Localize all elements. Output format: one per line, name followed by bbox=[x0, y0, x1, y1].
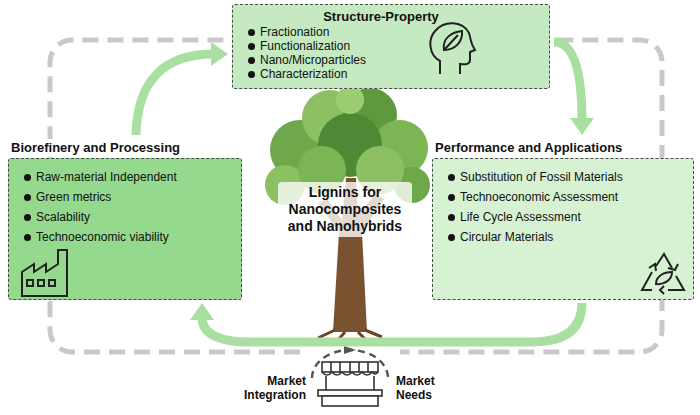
arrow-head bbox=[211, 42, 228, 66]
arrow-head bbox=[570, 118, 594, 135]
bullet-item: Scalability bbox=[22, 207, 242, 227]
bullet-item: Technoeconomic Assessment bbox=[446, 187, 694, 207]
bullet-item: Green metrics bbox=[22, 187, 242, 207]
bullet-text: Fractionation bbox=[260, 25, 329, 39]
bullet-dot bbox=[24, 234, 31, 241]
bullet-text: Technoeconomic Assessment bbox=[460, 190, 618, 204]
bullet-dot bbox=[448, 234, 455, 241]
bullet-dot bbox=[24, 174, 31, 181]
flow-arrow bbox=[190, 303, 582, 342]
center-title: Lignins for Nanocomposites and Nanohybri… bbox=[278, 182, 412, 237]
bullet-item: Circular Materials bbox=[446, 227, 694, 247]
bullet-item: Technoeconomic viability bbox=[22, 227, 242, 247]
arrow-line bbox=[554, 42, 582, 121]
bullet-text: Raw-material Independent bbox=[36, 170, 177, 184]
market-label: Market Needs bbox=[396, 372, 456, 404]
process-box: Performance and ApplicationsSubstitution… bbox=[432, 138, 694, 300]
market-label: Market Integration bbox=[230, 372, 306, 404]
bullet-text: Technoeconomic viability bbox=[36, 230, 169, 244]
box-heading: Structure-Property bbox=[232, 4, 550, 25]
arrow-line bbox=[136, 54, 214, 135]
recycle-icon bbox=[642, 254, 684, 294]
market-stall bbox=[312, 346, 388, 406]
bullet-text: Scalability bbox=[36, 210, 90, 224]
bullet-item: Raw-material Independent bbox=[22, 167, 242, 187]
bullet-dot bbox=[448, 194, 455, 201]
box-heading: Performance and Applications bbox=[432, 139, 625, 157]
bullet-dot bbox=[448, 174, 455, 181]
flow-arrow bbox=[136, 42, 228, 135]
bullet-text: Characterization bbox=[260, 67, 347, 81]
bullet-item: Fractionation bbox=[246, 25, 550, 39]
bullet-item: Nano/Microparticles bbox=[246, 53, 550, 67]
factory-icon bbox=[22, 250, 67, 296]
bullet-dot bbox=[24, 194, 31, 201]
process-box: Biorefinery and ProcessingRaw-material I… bbox=[8, 138, 242, 300]
bullet-dot bbox=[448, 214, 455, 221]
flow-arrow bbox=[554, 42, 594, 135]
head-leaf-icon bbox=[430, 23, 475, 74]
bullet-text: Functionalization bbox=[260, 39, 350, 53]
process-box: Structure-PropertyFractionationFunctiona… bbox=[232, 4, 550, 89]
arrow-head bbox=[190, 303, 214, 320]
bullet-dot bbox=[248, 57, 255, 64]
bullet-text: Circular Materials bbox=[460, 230, 553, 244]
bullet-text: Green metrics bbox=[36, 190, 111, 204]
bullet-dot bbox=[248, 29, 255, 36]
bullet-text: Substitution of Fossil Materials bbox=[460, 170, 623, 184]
arrow-line bbox=[202, 303, 582, 342]
bullet-item: Functionalization bbox=[246, 39, 550, 53]
bullet-text: Life Cycle Assessment bbox=[460, 210, 581, 224]
bullet-dot bbox=[248, 43, 255, 50]
bullet-item: Substitution of Fossil Materials bbox=[446, 167, 694, 187]
bullet-item: Life Cycle Assessment bbox=[446, 207, 694, 227]
box-heading: Biorefinery and Processing bbox=[8, 139, 183, 157]
tree-illustration bbox=[265, 86, 430, 340]
bullet-dot bbox=[24, 214, 31, 221]
bullet-text: Nano/Microparticles bbox=[260, 53, 366, 67]
bullet-item: Characterization bbox=[246, 67, 550, 81]
bullet-dot bbox=[248, 71, 255, 78]
